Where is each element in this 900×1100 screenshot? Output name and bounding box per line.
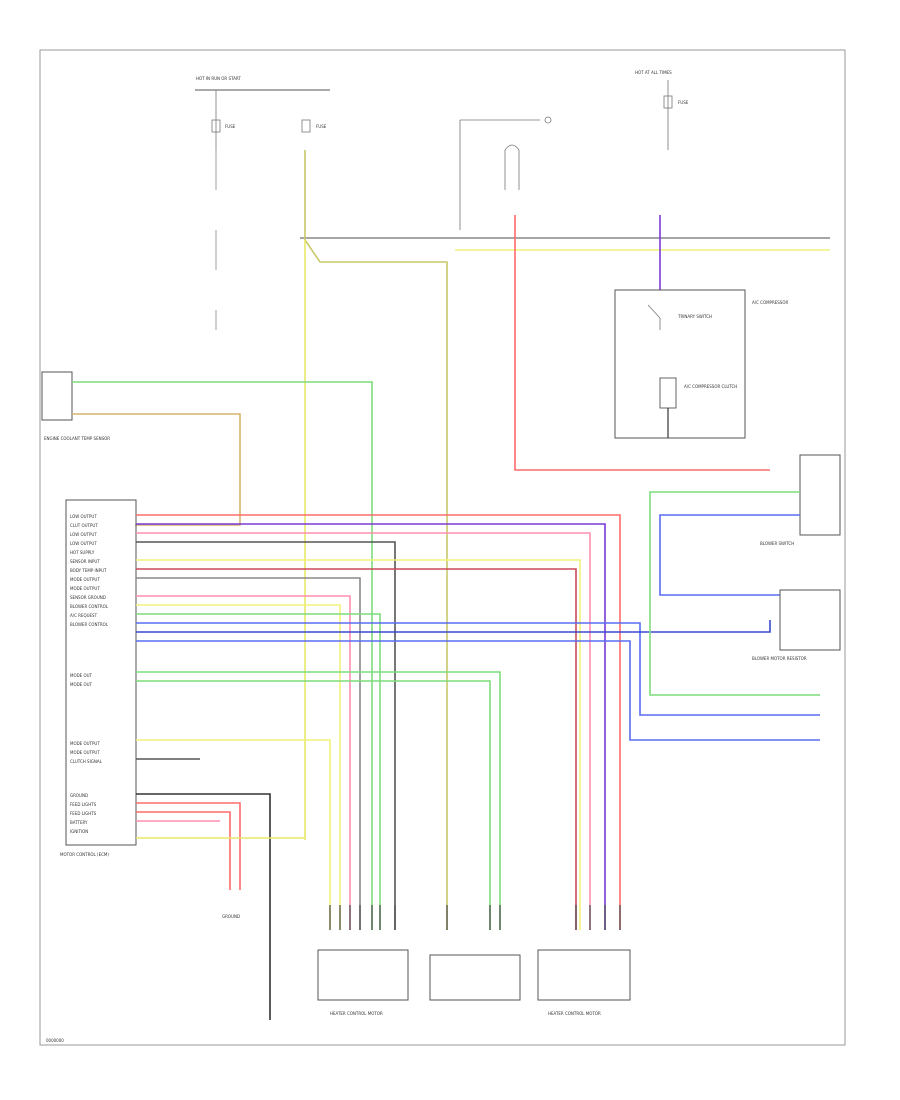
ecm-pin-label: FEED LIGHTS [70, 811, 97, 816]
footnote: 0000000 [46, 1038, 64, 1043]
ecm-pin-label: BODY TEMP INPUT [70, 568, 107, 573]
ecm-pin-label: SENSOR INPUT [70, 559, 100, 564]
label-ecm: MOTOR CONTROL (ECM) [60, 852, 109, 857]
ecm-pin-label: IGNITION [70, 829, 88, 834]
label-trinary-switch: TRINARY SWITCH [677, 314, 712, 319]
wire-blue-ecm-2 [136, 640, 820, 741]
wire-green-mode-2 [136, 680, 491, 930]
relay-stub [459, 119, 540, 230]
wire-red-ecm-1 [136, 514, 621, 930]
trinary-switch-symbol [647, 304, 661, 330]
label-blower-resistor: BLOWER MOTOR RESISTOR [752, 656, 807, 661]
wire-red-feed-2 [136, 811, 231, 890]
connector-pins [329, 905, 621, 930]
ecm-pin-label: MODE OUTPUT [70, 586, 100, 591]
heater-control-motor-b-box [537, 949, 631, 1001]
wire-olive-feed [304, 150, 448, 930]
diagram-border [39, 49, 846, 1046]
ecm-pin-label: SENSOR GROUND [70, 595, 106, 600]
wire-green-ect [72, 381, 373, 930]
ecm-pin-label: BLOWER CONTROL [70, 604, 109, 609]
wire-red-relay [514, 215, 770, 471]
wire-pink-ecm [136, 532, 591, 930]
wire-yellow-mode-1 [136, 739, 331, 930]
blower-motor-connector-box [429, 954, 521, 1001]
ecm-pin-label: LOW OUTPUT [70, 532, 97, 537]
wire-darkblue-ecm [136, 620, 771, 633]
wire-violet-ecm [136, 523, 606, 930]
label-compressor-clutch: A/C COMPRESSOR CLUTCH [684, 384, 737, 389]
fuse-a-symbol [211, 119, 221, 133]
ecm-pin-labels: LOW OUTPUT CLUT OUTPUT LOW OUTPUT LOW OU… [70, 514, 109, 834]
ac-compressor-box [614, 289, 746, 439]
wire-tan-ect [72, 413, 241, 526]
label-ac-compressor: A/C COMPRESSOR [752, 300, 788, 305]
ecm-pin-label: BATTERY [70, 820, 88, 825]
relay-coil-loop [504, 144, 520, 190]
wire-green-mode-1 [136, 671, 501, 930]
fuse-b-symbol [301, 119, 311, 133]
label-fuse-a: FUSE [225, 124, 236, 129]
wire-darkred-ecm [136, 568, 577, 930]
wire-black-ground [136, 793, 271, 1020]
ecm-pin-label: CLUT OUTPUT [70, 523, 98, 528]
fuse-c-symbol [663, 95, 673, 109]
ecm-pin-label: FEED LIGHTS [70, 802, 97, 807]
blower-resistor-box [779, 589, 841, 651]
label-heater-control-b: HEATER CONTROL MOTOR [548, 1011, 601, 1016]
label-heater-control-a: HEATER CONTROL MOTOR [330, 1011, 383, 1016]
label-ground-motor: GROUND [222, 914, 240, 919]
wire-yellow-ecm-2 [136, 604, 341, 930]
wire-blue-ecm-1 [136, 622, 820, 716]
label-engine-coolant-temp: ENGINE COOLANT TEMP SENSOR [44, 436, 110, 441]
ecm-pin-label: BLOWER CONTROL [70, 622, 109, 627]
ecm-pin-label: CLUTCH SIGNAL [70, 759, 103, 764]
label-fuse-b: FUSE [316, 124, 327, 129]
heater-control-motor-a-box [317, 949, 409, 1001]
label-fuse-c: FUSE [678, 100, 689, 105]
ecm-pin-label: GROUND [70, 793, 88, 798]
ecm-pin-label: MODE OUT [70, 682, 93, 687]
ecm-pin-label: MODE OUT [70, 673, 93, 678]
label-hot-run-start: HOT IN RUN OR START [196, 76, 241, 81]
ecm-pin-label: A/C REQUEST [70, 613, 98, 618]
clutch-coil-symbol [659, 377, 677, 409]
ecm-pin-label: LOW OUTPUT [70, 514, 97, 519]
ecm-pin-label: MODE OUTPUT [70, 750, 100, 755]
blower-switch-box [799, 454, 841, 536]
ecm-pin-label: LOW OUTPUT [70, 541, 97, 546]
wire-blue-blower [659, 514, 800, 596]
wire-green-blower [649, 491, 820, 696]
wire-gray-ecm [136, 577, 361, 930]
label-blower-switch: BLOWER SWITCH [760, 541, 794, 546]
wire-black-ecm-1 [136, 541, 396, 930]
wire-yellow-ecm [136, 559, 581, 930]
ect-sensor-box [41, 371, 73, 421]
ecm-pin-label: MODE OUTPUT [70, 577, 100, 582]
wire-red-feed-1 [136, 802, 241, 890]
ecm-pin-label: HOT SUPPLY [70, 550, 95, 555]
relay-node [544, 116, 552, 124]
wire-pink-ecm-2 [136, 595, 351, 930]
label-hot-at-all-times: HOT AT ALL TIMES [635, 70, 672, 75]
ecm-pin-label: MODE OUTPUT [70, 741, 100, 746]
wire-green-ecm [136, 613, 381, 930]
